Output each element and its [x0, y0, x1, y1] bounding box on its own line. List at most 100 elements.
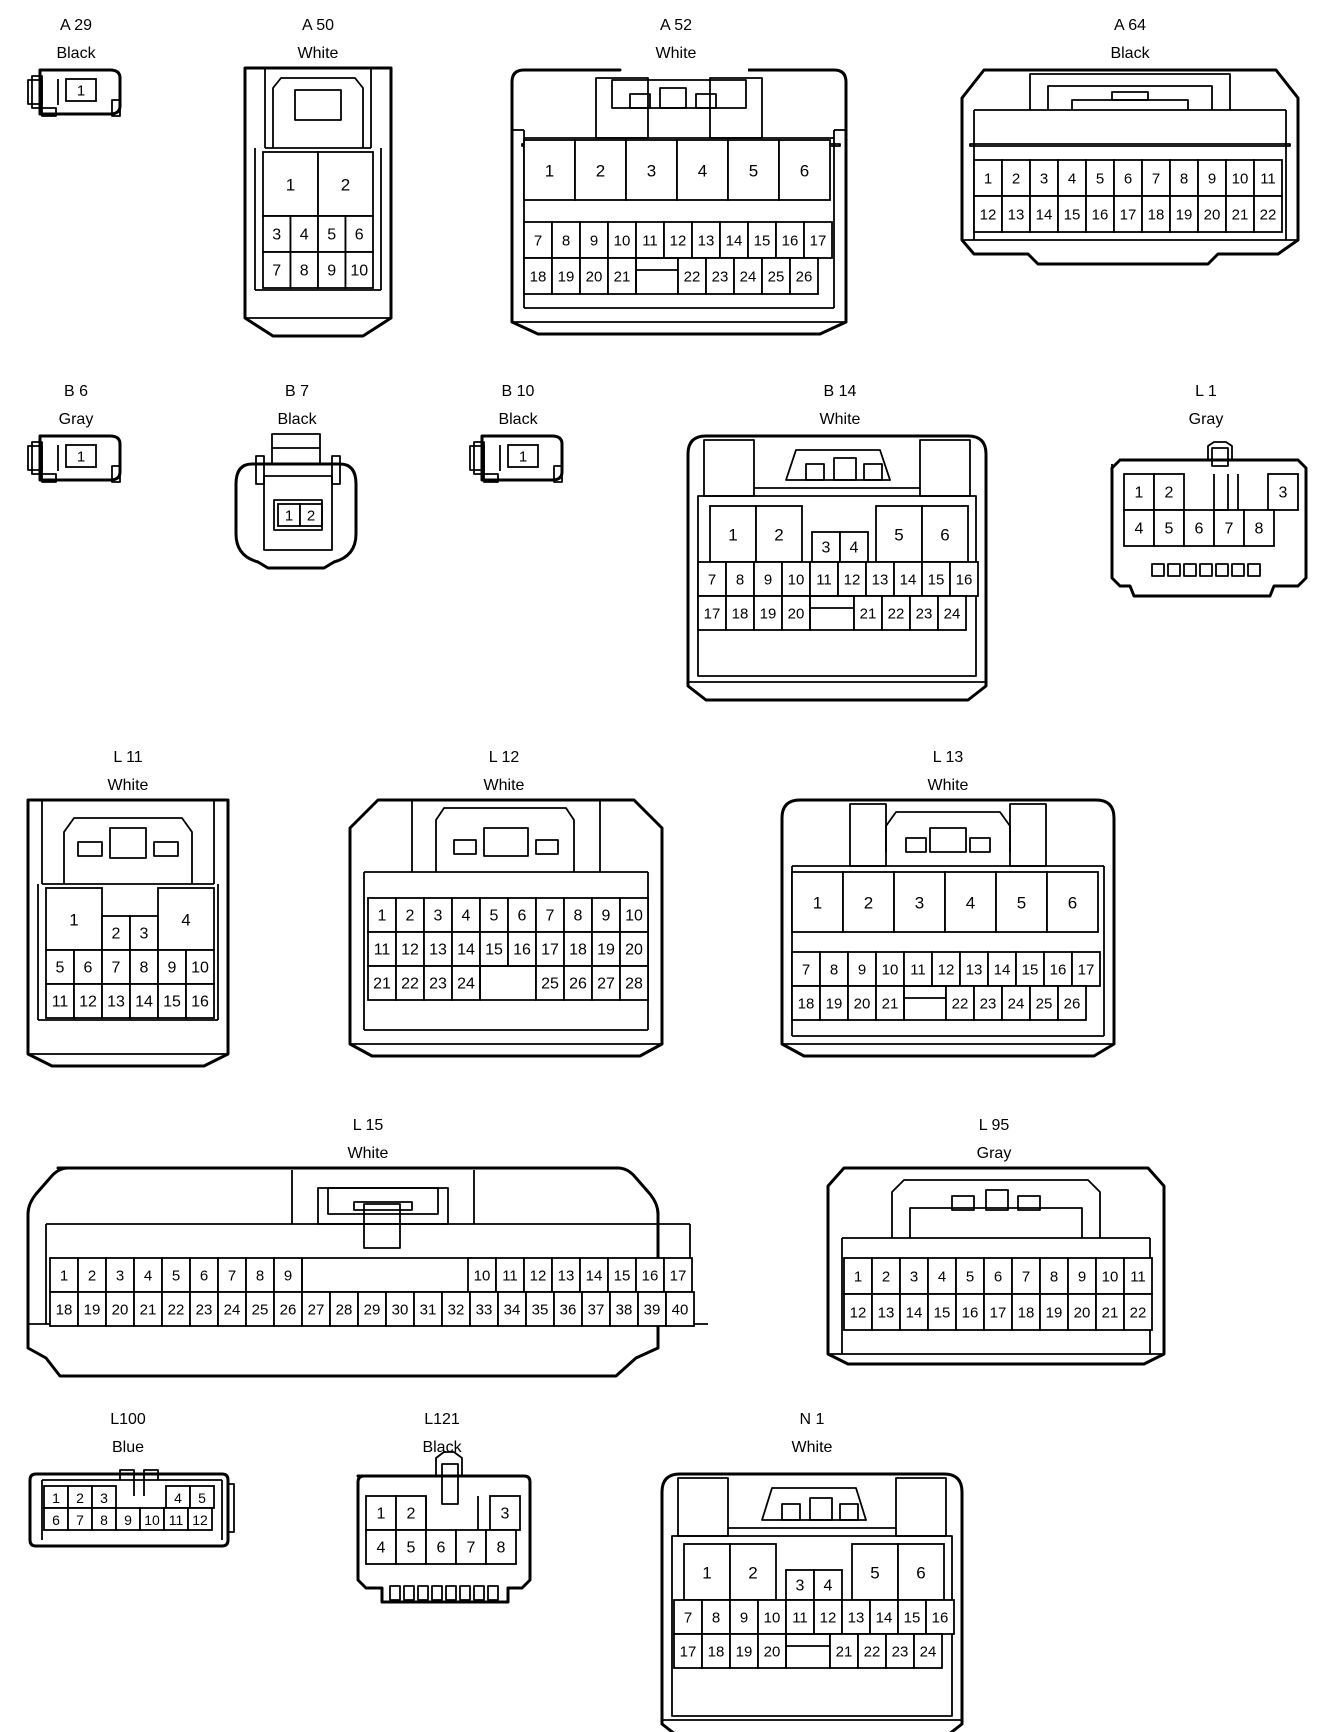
pin-number: 1 [286, 176, 295, 195]
pin-number: 4 [300, 227, 309, 244]
pin-number: 5 [1096, 171, 1104, 188]
pin-number: 13 [1008, 207, 1025, 224]
connector-code: A 52 [660, 17, 692, 34]
connector-code: B 10 [502, 383, 535, 400]
pin-number: 6 [994, 1269, 1002, 1286]
pin-number: 7 [1152, 171, 1160, 188]
pin-number: 1 [77, 83, 85, 100]
pin-number: 12 [670, 233, 687, 250]
pin-number: 9 [124, 1512, 132, 1528]
pin-number: 5 [749, 162, 758, 181]
pin-number: 15 [163, 994, 181, 1011]
pin-number: 14 [994, 962, 1011, 979]
pin-number: 15 [904, 1610, 921, 1627]
pin-number: 8 [497, 1540, 506, 1557]
pin-number: 2 [406, 908, 415, 925]
pin-number: 1 [60, 1268, 68, 1285]
pin-number: 13 [966, 962, 983, 979]
pin-number: 16 [513, 942, 531, 959]
pin-number: 20 [1074, 1305, 1091, 1322]
pin-number: 1 [378, 908, 387, 925]
pin-number: 23 [429, 976, 447, 993]
pin-number: 21 [1232, 207, 1249, 224]
pin-number: 4 [698, 162, 707, 181]
pin-number: 27 [308, 1302, 325, 1319]
pin-number: 13 [429, 942, 447, 959]
pin-number: 2 [76, 1490, 84, 1506]
pin-number: 6 [437, 1540, 446, 1557]
pin-number: 24 [1008, 996, 1025, 1013]
pin-number: 9 [1078, 1269, 1086, 1286]
pin-number: 24 [457, 976, 475, 993]
connector-code: A 50 [302, 17, 334, 34]
pin-number: 10 [614, 233, 631, 250]
pin-number: 14 [457, 942, 475, 959]
pin-number: 17 [670, 1268, 687, 1285]
pin-number: 22 [1260, 207, 1277, 224]
pin-number: 22 [168, 1302, 185, 1319]
pin-number: 26 [569, 976, 587, 993]
pin-number: 5 [56, 960, 65, 977]
pin-number: 12 [401, 942, 419, 959]
pin-number: 8 [712, 1610, 720, 1627]
pin-number: 1 [854, 1269, 862, 1286]
pin-number: 10 [625, 908, 643, 925]
pin-number: 16 [782, 233, 799, 250]
pin-number: 33 [476, 1302, 493, 1319]
pin-number: 26 [280, 1302, 297, 1319]
pin-number: 18 [732, 606, 749, 623]
connector-color: Gray [1189, 411, 1224, 428]
pin-number: 12 [820, 1610, 837, 1627]
pin-number: 7 [708, 572, 716, 589]
pin-number: 2 [112, 926, 121, 943]
connector-code: B 6 [64, 383, 88, 400]
pin-number: 8 [736, 572, 744, 589]
pin-number: 9 [1208, 171, 1216, 188]
pin-number: 19 [1176, 207, 1193, 224]
connector-color: White [928, 777, 969, 794]
pin-number: 5 [894, 526, 903, 545]
pin-number: 6 [84, 960, 93, 977]
pin-number: 24 [740, 269, 757, 286]
pin-number: 18 [569, 942, 587, 959]
pin-number: 23 [712, 269, 729, 286]
pin-number: 3 [915, 894, 924, 913]
pin-number: 7 [546, 908, 555, 925]
pin-number: 34 [504, 1302, 521, 1319]
pin-number: 6 [52, 1512, 60, 1528]
pin-number: 11 [502, 1268, 518, 1285]
pin-number: 13 [698, 233, 715, 250]
pin-number: 1 [702, 1564, 711, 1583]
pin-number: 16 [956, 572, 973, 589]
pin-number: 4 [377, 1540, 386, 1557]
pin-number: 14 [1036, 207, 1053, 224]
pin-number: 5 [490, 908, 499, 925]
pin-number: 7 [1022, 1269, 1030, 1286]
pin-number: 18 [798, 996, 815, 1013]
pin-number: 1 [545, 162, 554, 181]
pin-number: 8 [100, 1512, 108, 1528]
pin-number: 15 [1022, 962, 1039, 979]
pin-number: 19 [760, 606, 777, 623]
pin-number: 32 [448, 1302, 465, 1319]
connector-color: Black [277, 411, 317, 428]
pin-number: 16 [962, 1305, 979, 1322]
pin-number: 5 [198, 1490, 206, 1506]
pin-number: 35 [532, 1302, 549, 1319]
pin-number: 1 [77, 449, 85, 466]
pin-number: 20 [854, 996, 871, 1013]
pin-number: 31 [420, 1302, 437, 1319]
pin-number: 15 [485, 942, 503, 959]
pin-number: 2 [1165, 485, 1174, 502]
pin-number: 10 [788, 572, 805, 589]
pin-number: 10 [474, 1268, 491, 1285]
pin-number: 13 [872, 572, 889, 589]
pin-number: 23 [916, 606, 933, 623]
pin-number: 22 [684, 269, 701, 286]
